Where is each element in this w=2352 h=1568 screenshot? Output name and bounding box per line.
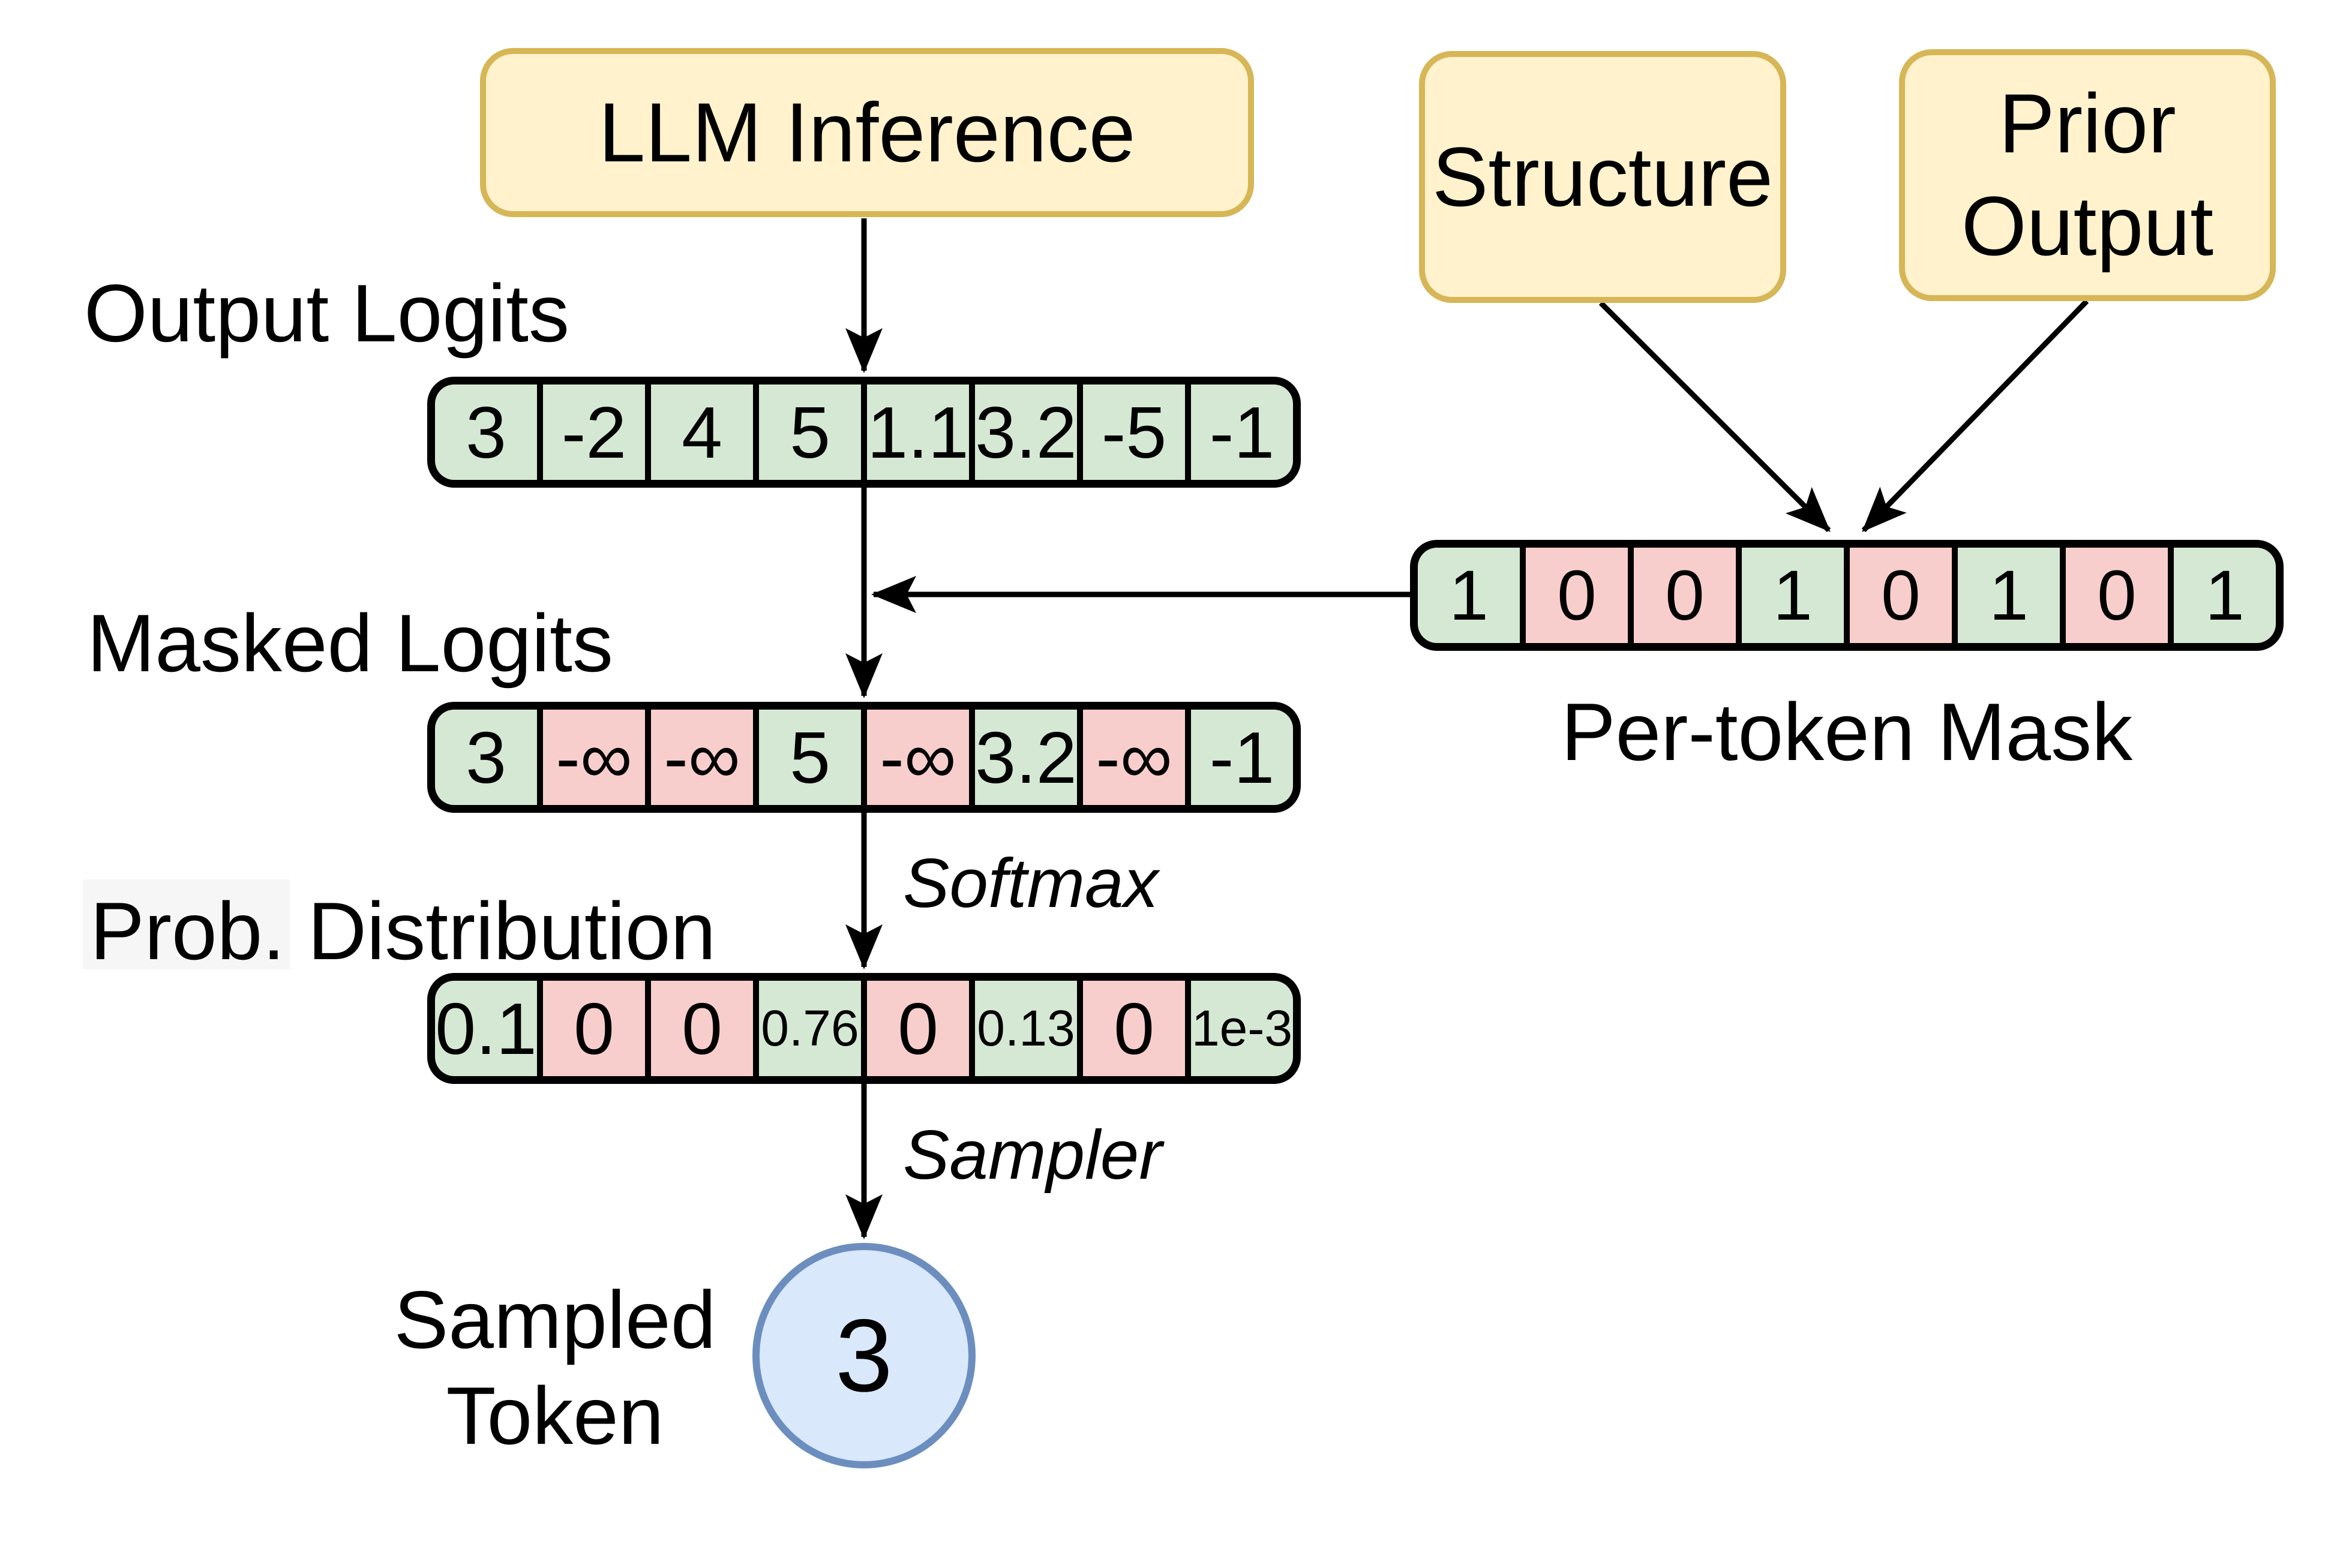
arrow-prior-output-to-mask [1861, 299, 2089, 533]
prior-output-box: Prior Output [1899, 49, 2276, 301]
masked-logits-row: 3 -∞ -∞ 5 -∞ 3.2 -∞ -1 [427, 702, 1301, 813]
output-logits-cell-4: 5 [759, 385, 861, 480]
per-token-mask-cell-8: 1 [2174, 548, 2276, 643]
prob-distribution-cell-1: 0.1 [435, 981, 537, 1076]
prob-distribution-label-prefix: Prob. [90, 885, 286, 977]
masked-logits-cell-4: 5 [759, 710, 861, 805]
per-token-mask-label: Per-token Mask [1561, 686, 2133, 777]
masked-logits-cell-8: -1 [1191, 710, 1293, 805]
sampled-token-circle: 3 [752, 1243, 976, 1468]
output-logits-row: 3 -2 4 5 1.1 3.2 -5 -1 [427, 377, 1301, 488]
per-token-mask-cell-5: 0 [1850, 548, 1952, 643]
structure-box: Structure [1419, 51, 1786, 303]
per-token-mask-cell-7: 0 [2066, 548, 2168, 643]
sampled-token-label-line2: Token [446, 1370, 664, 1462]
prob-distribution-cell-4: 0.76 [759, 981, 861, 1076]
prob-distribution-cell-2: 0 [543, 981, 645, 1076]
prob-label-highlight [83, 879, 290, 969]
output-logits-cell-6: 3.2 [975, 385, 1077, 480]
prob-distribution-cell-6: 0.13 [975, 981, 1077, 1076]
softmax-label: Softmax [903, 844, 1159, 922]
output-logits-label: Output Logits [84, 268, 569, 359]
sampled-token-label: Sampled Token [327, 1272, 783, 1464]
per-token-mask-row: 1 0 0 1 0 1 0 1 [1410, 540, 2284, 651]
prob-distribution-cell-7: 0 [1083, 981, 1185, 1076]
prob-distribution-cell-5: 0 [867, 981, 969, 1076]
masked-logits-cell-3: -∞ [651, 710, 753, 805]
per-token-mask-cell-1: 1 [1418, 548, 1520, 643]
output-logits-cell-2: -2 [543, 385, 645, 480]
output-logits-cell-5: 1.1 [867, 385, 969, 480]
prob-distribution-row: 0.1 0 0 0.76 0 0.13 0 1e-3 [427, 973, 1301, 1084]
output-logits-cell-1: 3 [435, 385, 537, 480]
output-logits-cell-8: -1 [1191, 385, 1293, 480]
masked-logits-cell-1: 3 [435, 710, 537, 805]
per-token-mask-cell-6: 1 [1958, 548, 2060, 643]
sampler-label: Sampler [903, 1116, 1162, 1194]
output-logits-cell-7: -5 [1083, 385, 1185, 480]
per-token-mask-cell-4: 1 [1742, 548, 1844, 643]
masked-logits-cell-2: -∞ [543, 710, 645, 805]
masked-logits-cell-7: -∞ [1083, 710, 1185, 805]
prob-distribution-cell-8: 1e-3 [1191, 981, 1293, 1076]
output-logits-cell-3: 4 [651, 385, 753, 480]
masked-logits-cell-5: -∞ [867, 710, 969, 805]
prob-distribution-label-rest: Distribution [285, 885, 716, 977]
llm-inference-box: LLM Inference [480, 48, 1254, 217]
per-token-mask-cell-2: 0 [1526, 548, 1628, 643]
prob-distribution-label: Prob. Distribution [90, 885, 716, 977]
masked-logits-cell-6: 3.2 [975, 710, 1077, 805]
masked-logits-label: Masked Logits [87, 597, 613, 689]
sampled-token-label-line1: Sampled [394, 1274, 716, 1365]
arrow-structure-to-mask [1598, 301, 1831, 533]
prob-distribution-cell-3: 0 [651, 981, 753, 1076]
per-token-mask-cell-3: 0 [1634, 548, 1736, 643]
